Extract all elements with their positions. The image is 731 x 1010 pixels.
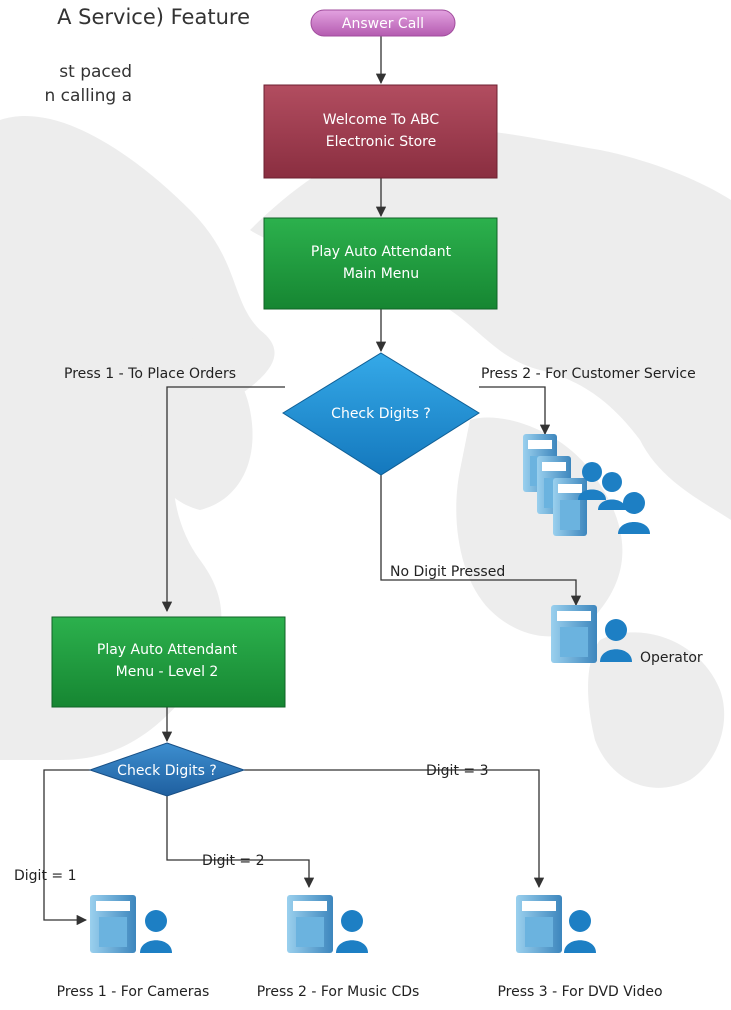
level2-line-2: Menu - Level 2: [116, 664, 219, 680]
phone-icon: [553, 478, 587, 536]
connector-digit1: [43, 769, 90, 926]
decision1-label: Check Digits ?: [331, 406, 431, 422]
operator-icon: [551, 605, 632, 663]
branch-press1-label: Press 1 - To Place Orders: [64, 366, 236, 382]
welcome-line-1: Welcome To ABC: [323, 112, 440, 128]
phone-icon: [287, 895, 333, 953]
connector-digit2: [166, 796, 315, 889]
connector-digit3: [244, 769, 545, 889]
decision2-label: Check Digits ?: [117, 763, 217, 779]
node-welcome: Welcome To ABC Electronic Store: [263, 84, 498, 179]
branch-press2-label: Press 2 - For Customer Service: [481, 366, 696, 382]
operator-label: Operator: [640, 650, 703, 666]
person-icon: [578, 462, 650, 534]
decision-check-digits-2: Check Digits ?: [88, 742, 246, 797]
decision-check-digits-1: Check Digits ?: [282, 352, 480, 476]
intro-text-fragment: st paced n calling a: [0, 60, 133, 108]
connector-press2: [479, 386, 551, 436]
dest-music-cds-label: Press 2 - For Music CDs: [257, 984, 420, 1000]
customer-service-group-icon: [523, 434, 650, 536]
connector-no-digit: [380, 475, 582, 607]
page-heading-fragment: A Service) Feature: [57, 5, 250, 29]
node-level2-menu: Play Auto Attendant Menu - Level 2: [51, 616, 286, 708]
dest-cameras-label: Press 1 - For Cameras: [57, 984, 210, 1000]
destination-cameras-icon: [90, 895, 172, 953]
node-answer-call: Answer Call: [310, 9, 456, 37]
intro-line-2: n calling a: [44, 86, 133, 106]
destination-dvd-video-icon: [516, 895, 596, 953]
connector-press1: [161, 386, 285, 613]
digit2-label: Digit = 2: [202, 853, 264, 869]
destination-music-cds-icon: [287, 895, 368, 953]
phone-icon: [90, 895, 136, 953]
person-icon: [600, 619, 632, 662]
phone-icon: [551, 605, 597, 663]
no-digit-label: No Digit Pressed: [390, 564, 505, 580]
node-main-menu: Play Auto Attendant Main Menu: [263, 217, 498, 310]
phone-icon: [516, 895, 562, 953]
digit1-label: Digit = 1: [14, 868, 76, 884]
person-icon: [564, 910, 596, 953]
dest-dvd-video-label: Press 3 - For DVD Video: [497, 984, 662, 1000]
connectors: [43, 36, 582, 926]
intro-line-1: st paced: [59, 62, 132, 82]
person-icon: [336, 910, 368, 953]
person-icon: [140, 910, 172, 953]
welcome-line-2: Electronic Store: [326, 134, 436, 150]
digit3-label: Digit = 3: [426, 763, 488, 779]
answer-call-label: Answer Call: [342, 16, 424, 32]
main-menu-line-2: Main Menu: [343, 266, 419, 282]
level2-line-1: Play Auto Attendant: [97, 642, 238, 658]
main-menu-line-1: Play Auto Attendant: [311, 244, 452, 260]
